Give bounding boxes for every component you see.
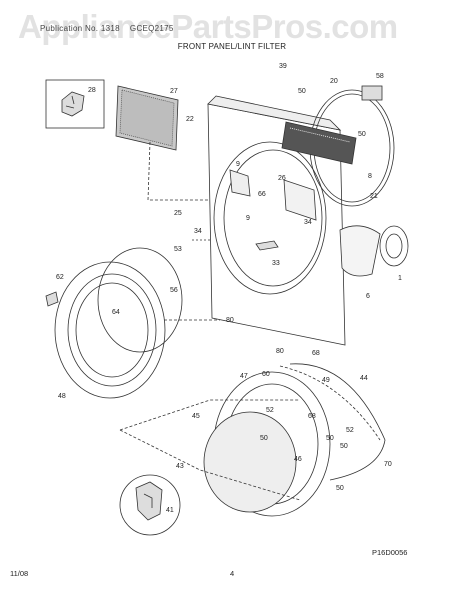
callout-9b: 9 — [246, 215, 250, 222]
callout-labels: 39 20 58 50 28 27 22 50 8 26 9 66 9 25 2… — [56, 63, 402, 514]
callout-41: 41 — [166, 507, 174, 514]
callout-22: 22 — [186, 116, 194, 123]
callout-64: 64 — [112, 309, 120, 316]
front-panel — [190, 95, 346, 346]
footer-date: 11/08 — [10, 569, 29, 578]
callout-28: 28 — [88, 87, 96, 94]
door-inner-assembly — [119, 363, 386, 517]
callout-53: 53 — [174, 246, 182, 253]
callout-48: 48 — [58, 393, 66, 400]
callout-68b: 68 — [308, 413, 316, 420]
callout-21: 21 — [370, 193, 378, 200]
callout-46: 46 — [294, 456, 302, 463]
callout-58: 58 — [376, 73, 384, 80]
callout-25: 25 — [174, 210, 182, 217]
lint-duct-and-seal — [281, 85, 409, 277]
callout-50f: 50 — [336, 485, 344, 492]
model-number: GCEQ2175 — [129, 24, 174, 33]
callout-34b: 34 — [194, 228, 202, 235]
callout-39: 39 — [279, 63, 287, 70]
callout-20: 20 — [330, 78, 338, 85]
callout-80b: 80 — [276, 348, 284, 355]
callout-50b: 50 — [358, 131, 366, 138]
callout-52b: 52 — [346, 427, 354, 434]
callout-62: 62 — [56, 274, 64, 281]
callout-34: 34 — [304, 219, 312, 226]
callout-8: 8 — [368, 173, 372, 180]
callout-68: 68 — [312, 350, 320, 357]
callout-26: 26 — [278, 175, 286, 182]
callout-33: 33 — [272, 260, 280, 267]
page-number: 4 — [230, 569, 235, 578]
lint-filter — [115, 85, 232, 201]
callout-6: 6 — [366, 293, 370, 300]
callout-45: 45 — [192, 413, 200, 420]
door-outer — [45, 247, 220, 399]
callout-56: 56 — [170, 287, 178, 294]
publication-number: Publication No. 1318 — [40, 24, 120, 33]
clip-28-inset — [45, 79, 105, 129]
callout-1: 1 — [398, 275, 402, 282]
callout-66: 66 — [258, 191, 266, 198]
page-title: FRONT PANEL/LINT FILTER — [177, 42, 287, 51]
callout-44: 44 — [360, 375, 368, 382]
callout-52: 52 — [266, 407, 274, 414]
door-latch-inset — [119, 474, 181, 536]
callout-50c: 50 — [260, 435, 268, 442]
callout-50e: 50 — [340, 443, 348, 450]
callout-80: 80 — [226, 317, 234, 324]
watermark: AppliancePartsPros.com — [18, 8, 398, 45]
callout-47: 47 — [240, 373, 248, 380]
callout-9: 9 — [236, 161, 240, 168]
figure-code: P16D0056 — [372, 548, 408, 557]
callout-50: 50 — [298, 88, 306, 95]
callout-60: 60 — [262, 371, 270, 378]
page-header: Publication No. 1318 GCEQ2175 — [40, 24, 174, 33]
callout-27: 27 — [170, 88, 178, 95]
callout-50d: 50 — [326, 435, 334, 442]
callout-70: 70 — [384, 461, 392, 468]
callout-49: 49 — [322, 377, 330, 384]
callout-43: 43 — [176, 463, 184, 470]
